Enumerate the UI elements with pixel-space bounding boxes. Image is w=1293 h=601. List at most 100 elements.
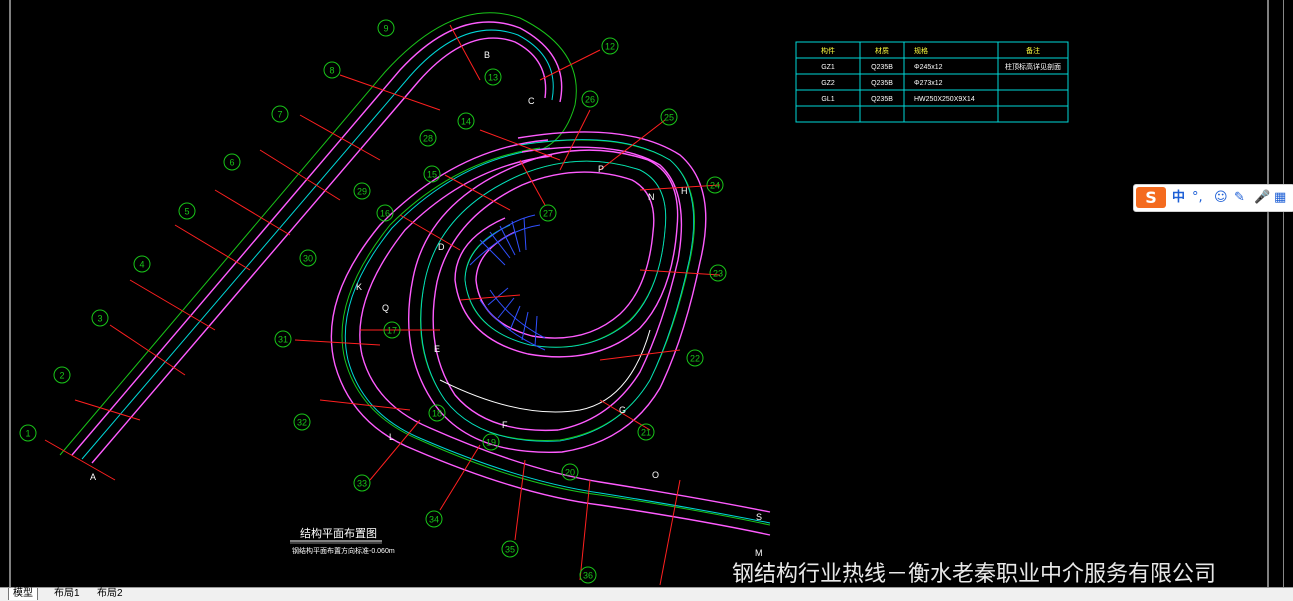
axis-bubble	[376, 204, 394, 222]
cad-plan-drawing[interactable]: 1234567891213141516171819202122232425262…	[0, 0, 1283, 587]
watermark-text: 钢结构行业热线－衡水老秦职业中介服务有限公司	[732, 562, 1217, 587]
table-cell	[903, 105, 999, 123]
drawing-title: 结构平面布置图	[300, 526, 377, 540]
axis-bubble-label: 1	[25, 429, 30, 439]
axis-bubble	[274, 330, 292, 348]
pen-icon[interactable]: ✎	[1234, 190, 1245, 205]
emoji-icon[interactable]: ☺	[1214, 190, 1228, 205]
axis-bubble-label: 23	[713, 269, 723, 279]
tab-layout-2[interactable]: 布局2	[97, 588, 123, 599]
axis-bubble-label: 35	[505, 545, 515, 555]
ime-mode-toggle[interactable]: 中	[1172, 190, 1186, 205]
ramp-edge-2	[91, 37, 547, 464]
point-label: M	[755, 548, 763, 558]
axis-bubble	[383, 321, 401, 339]
axis-bubble	[501, 540, 519, 558]
axis-bubble	[133, 255, 151, 273]
axis-bubble-label: 26	[585, 95, 595, 105]
axis-bubble-label: 34	[429, 515, 439, 525]
table-value: Q235B	[871, 96, 893, 103]
punctuation-icon[interactable]: °,	[1192, 190, 1203, 205]
axis-bubble-label: 2	[59, 371, 64, 381]
axis-bubble-label: 8	[329, 66, 334, 76]
axis-bubble	[377, 19, 395, 37]
axis-bubble-label: 16	[380, 209, 390, 219]
table-value: Φ245x12	[914, 64, 943, 71]
axis-bubble	[293, 413, 311, 431]
table-cell	[997, 105, 1069, 123]
point-label: D	[438, 242, 445, 252]
axis-bubble-label: 21	[641, 428, 651, 438]
table-value: Φ273x12	[914, 80, 943, 87]
drawing-subtitle: 钢结构平面布置方向标准-0.060m	[292, 546, 395, 555]
axis-bubble-label: 15	[427, 170, 437, 180]
point-label: K	[356, 282, 362, 292]
point-label: C	[528, 96, 535, 106]
ramp-centerline	[81, 29, 554, 460]
axis-bubble-label: 6	[229, 158, 234, 168]
axis-bubble	[299, 249, 317, 267]
axis-bubble	[425, 510, 443, 528]
loop-edge-1	[330, 139, 771, 536]
axis-bubble	[323, 61, 341, 79]
axis-bubble-label: 22	[690, 354, 700, 364]
table-value: Q235B	[871, 64, 893, 71]
axis-bubble-label: 19	[486, 438, 496, 448]
tab-model[interactable]: 模型	[8, 588, 38, 600]
axis-bubble-label: 7	[277, 110, 282, 120]
axis-bubble	[423, 165, 441, 183]
axis-bubble	[271, 105, 289, 123]
point-label: N	[648, 192, 655, 202]
axis-bubble	[601, 37, 619, 55]
ring-centerline	[420, 139, 694, 442]
axis-bubble-label: 3	[97, 314, 102, 324]
axis-bubble-label: 27	[543, 209, 553, 219]
axis-bubble	[484, 68, 502, 86]
axis-bubble	[660, 108, 678, 126]
point-label: H	[681, 186, 688, 196]
axis-bubble	[706, 176, 724, 194]
sogou-logo-icon[interactable]: S	[1136, 187, 1166, 208]
table-header: 材质	[875, 46, 889, 55]
table-value: GL1	[821, 96, 834, 103]
axis-bubble-label: 4	[139, 260, 144, 270]
axis-bubble	[19, 424, 37, 442]
grid-icon[interactable]: ▦	[1274, 190, 1287, 205]
axis-bubble	[91, 309, 109, 327]
axis-bubble	[579, 566, 597, 584]
vertical-scrollbar[interactable]	[1283, 0, 1293, 587]
inner-white-arc	[439, 329, 651, 413]
axis-bubble-label: 18	[432, 409, 442, 419]
tab-layout-1[interactable]: 布局1	[54, 588, 80, 599]
axis-bubble-label: 13	[488, 73, 498, 83]
axis-bubble	[637, 423, 655, 441]
axis-bubble	[353, 474, 371, 492]
axis-bubble-label: 12	[605, 42, 615, 52]
mic-icon[interactable]: 🎤	[1254, 190, 1271, 205]
table-header: 构件	[821, 46, 835, 55]
red-section-lines	[44, 24, 721, 586]
point-label: F	[502, 420, 508, 430]
table-value: HW250X250X9X14	[914, 96, 975, 103]
axis-bubble	[482, 433, 500, 451]
table-cell	[997, 73, 1069, 91]
point-label: L	[389, 432, 394, 442]
axis-bubble	[686, 349, 704, 367]
axis-bubble-label: 28	[423, 134, 433, 144]
axis-bubble-label: 29	[357, 187, 367, 197]
loop-centerline	[344, 147, 771, 524]
stair-fan	[469, 214, 546, 351]
axis-bubble-label: 33	[357, 479, 367, 489]
axis-bubble-label: 32	[297, 418, 307, 428]
axis-bubble	[457, 112, 475, 130]
table-header: 备注	[1026, 46, 1040, 55]
axis-bubble	[561, 463, 579, 481]
axis-bubble	[539, 204, 557, 222]
point-label: B	[484, 50, 490, 60]
axis-bubble	[581, 90, 599, 108]
axis-bubble	[178, 202, 196, 220]
ime-toolbar[interactable]: S 中 °, ☺ ✎ 🎤 ▦	[1133, 184, 1293, 212]
axis-bubble	[428, 404, 446, 422]
